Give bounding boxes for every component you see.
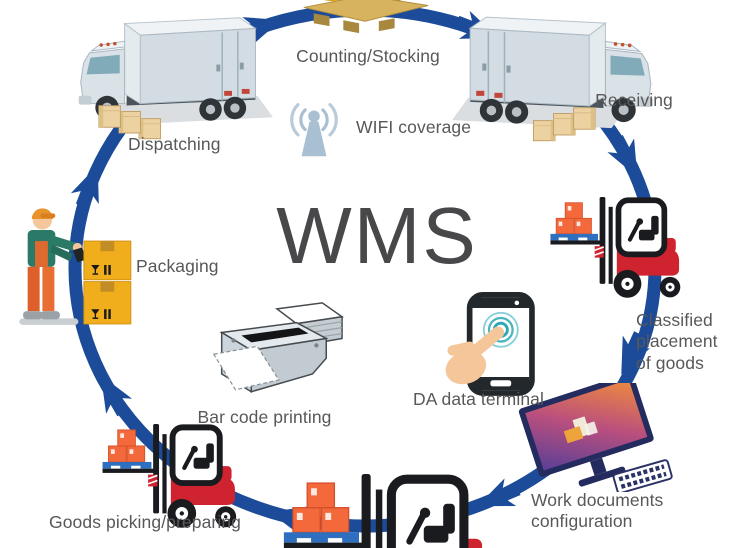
worker-scanner-icon [12, 195, 164, 333]
label-da-data-terminal: DA data terminal [413, 389, 544, 409]
wifi-antenna-icon [282, 102, 346, 161]
label-wifi-coverage: WIFI coverage [356, 117, 472, 137]
bottom-forklift-icon [280, 474, 495, 548]
label-goods-picking: Goods picking/preparing [49, 512, 241, 532]
label-dispatching: Dispatching [128, 134, 221, 154]
wms-title: WMS [276, 191, 478, 280]
touch-phone-icon [430, 292, 548, 403]
pallet-boxes-icon [292, 0, 440, 39]
label-classified-placement: Classified placement of goods [636, 310, 718, 373]
classified-forklift-icon [548, 197, 684, 302]
monitor-keyboard-icon [512, 383, 682, 492]
label-bar-code-printing: Bar code printing [197, 407, 332, 427]
label-receiving: Receiving [595, 90, 673, 110]
label-work-documents: Work documents configuration [531, 490, 664, 532]
label-packaging: Packaging [136, 256, 219, 276]
printer-icon [198, 299, 346, 406]
label-counting-stocking: Counting/Stocking [296, 46, 440, 66]
